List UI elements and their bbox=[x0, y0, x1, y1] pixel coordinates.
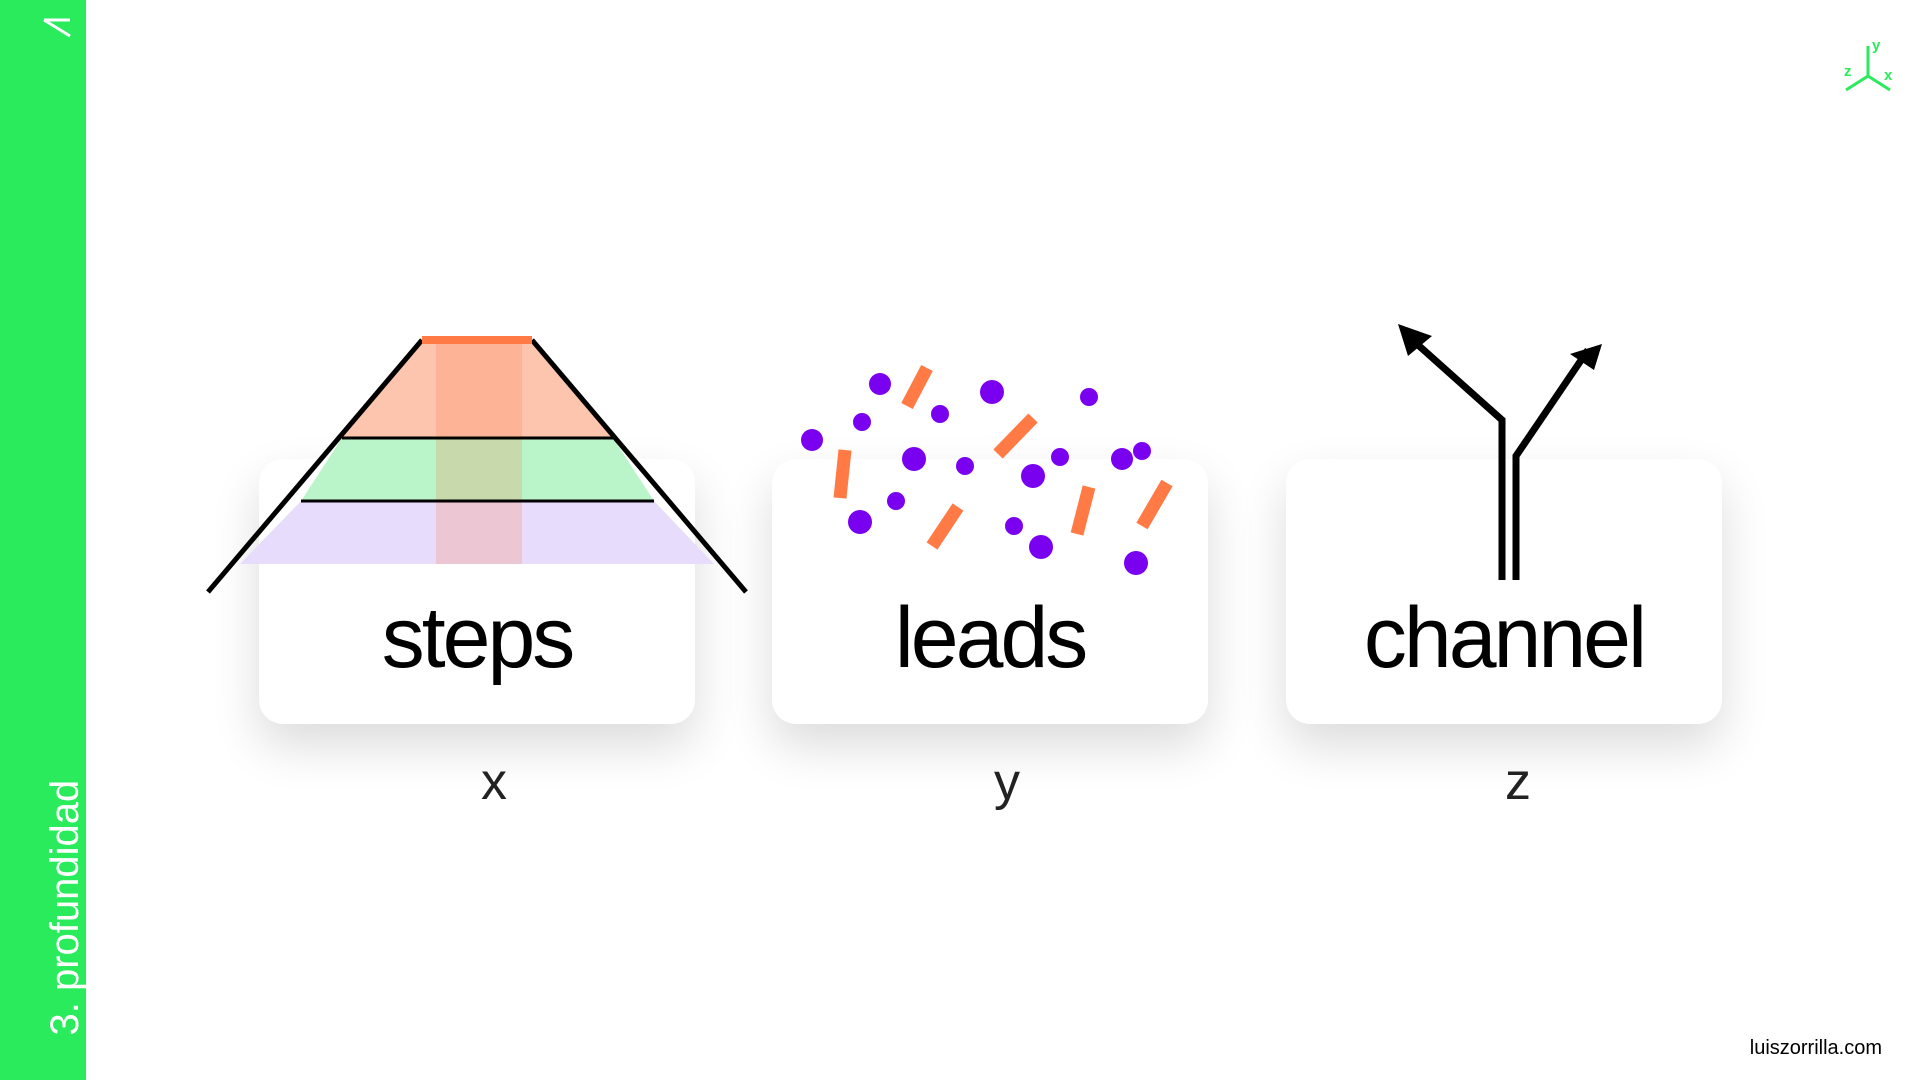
xyz-axes-icon: y z x bbox=[1844, 37, 1893, 92]
slash-mark-icon bbox=[43, 18, 71, 38]
card-label-channel: channel bbox=[1363, 590, 1647, 686]
funnel-icon bbox=[206, 336, 748, 594]
branching-arrows-icon bbox=[1398, 324, 1602, 580]
card-label-steps: steps bbox=[381, 590, 576, 686]
scattered-leads-icon bbox=[801, 364, 1173, 575]
axis-letter-y: y bbox=[994, 753, 1020, 811]
axis-logo-z: z bbox=[1844, 63, 1852, 80]
card-channel: channel bbox=[1286, 459, 1722, 724]
axis-letter-x: x bbox=[481, 753, 507, 811]
card-label-leads: leads bbox=[894, 590, 1089, 686]
sidebar: 3. profundidad bbox=[0, 0, 87, 1080]
footer-url[interactable]: luiszorrilla.com bbox=[1749, 1037, 1882, 1059]
card-leads: leads bbox=[772, 459, 1208, 724]
axis-logo-x: x bbox=[1884, 67, 1893, 84]
section-title: 3. profundidad bbox=[43, 779, 87, 1036]
axis-letter-z: z bbox=[1505, 753, 1531, 811]
axis-logo-y: y bbox=[1872, 37, 1881, 54]
